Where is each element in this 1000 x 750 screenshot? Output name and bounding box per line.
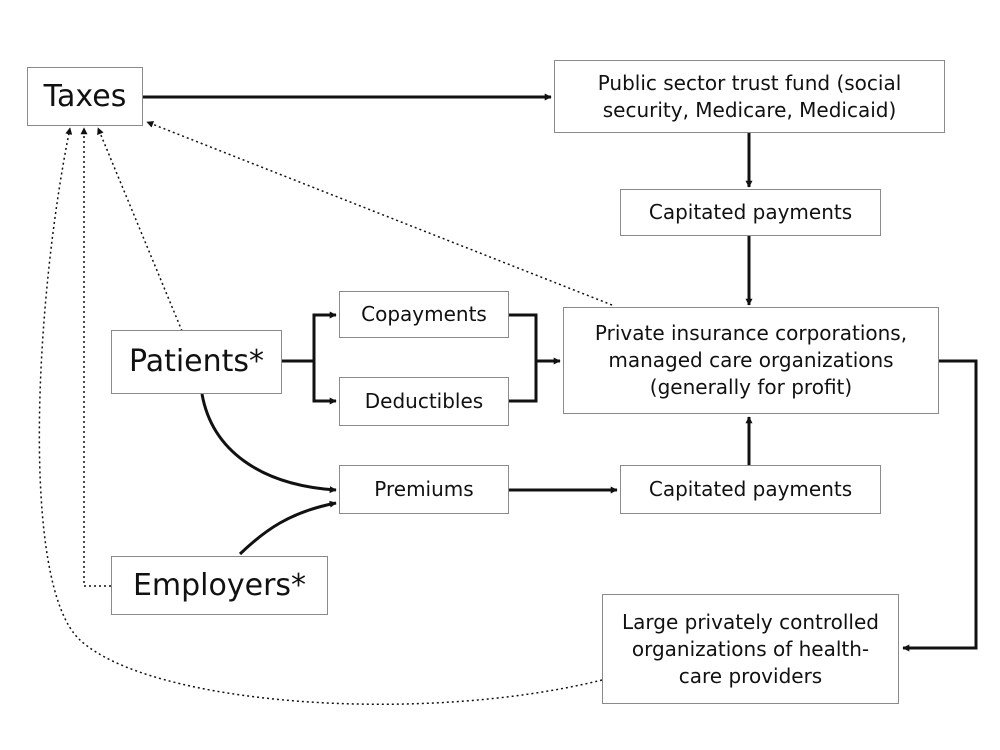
edge-patients-to-premiums xyxy=(200,393,337,494)
deductibles-node: Deductibles xyxy=(339,377,509,426)
employers-node: Employers* xyxy=(111,556,328,615)
health-care-providers-node: Large privately controlled organizations… xyxy=(602,594,899,704)
edge-private-insurance-to-providers xyxy=(902,359,978,652)
edge-patients-to-taxes xyxy=(97,127,183,332)
copayments-node: Copayments xyxy=(339,291,509,338)
edge-providers-to-taxes xyxy=(38,127,603,706)
capitated-payments-top-node: Capitated payments xyxy=(620,189,881,236)
edge-employers-to-taxes xyxy=(80,127,111,587)
edge-deductibles-to-private-insurance xyxy=(509,361,538,403)
public-sector-trust-fund-node: Public sector trust fund (social securit… xyxy=(554,60,945,133)
edge-patients-to-copayments xyxy=(312,311,337,361)
capitated-payments-bottom-node: Capitated payments xyxy=(620,465,881,514)
edge-copayments-to-private-insurance xyxy=(509,313,538,361)
premiums-node: Premiums xyxy=(339,465,509,514)
private-insurance-node: Private insurance corporations, managed … xyxy=(563,307,939,414)
patients-node: Patients* xyxy=(111,330,282,394)
edge-patients-to-deductibles xyxy=(312,361,337,405)
taxes-node: Taxes xyxy=(27,67,143,126)
edge-private-insurance-to-taxes xyxy=(146,121,613,306)
edge-employers-to-premiums xyxy=(238,500,337,556)
